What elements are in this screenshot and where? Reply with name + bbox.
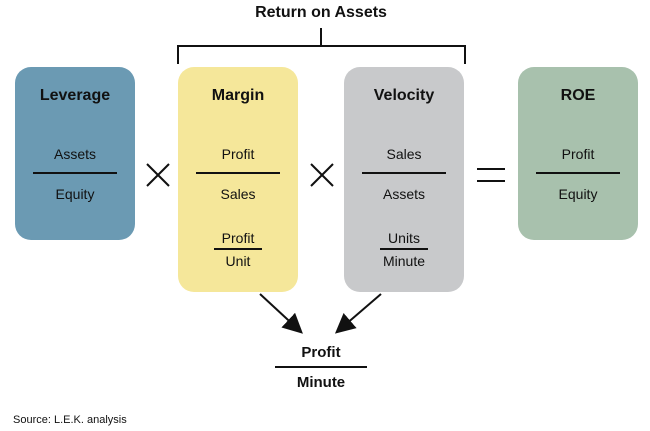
margin-fraction-bar-2 [214, 248, 262, 250]
margin-denominator: Sales [220, 186, 256, 202]
margin-title: Margin [211, 87, 265, 104]
margin-numerator: Profit [221, 146, 255, 162]
roe-title: ROE [560, 87, 596, 104]
result-denominator: Minute [296, 374, 346, 391]
leverage-title: Leverage [39, 87, 111, 104]
result-numerator: Profit [301, 344, 341, 361]
leverage-box: Leverage Assets Equity [15, 67, 135, 240]
source-note: Source: L.E.K. analysis [13, 414, 127, 426]
velocity-numerator: Sales [386, 146, 422, 162]
equals-operator [477, 168, 505, 182]
velocity-fraction-bar-2 [380, 248, 428, 250]
leverage-fraction-bar [33, 172, 117, 174]
return-on-assets-label: Return on Assets [255, 4, 387, 21]
velocity-denominator: Assets [382, 186, 425, 202]
margin-fraction-bar [196, 172, 280, 174]
leverage-denominator: Equity [55, 186, 95, 202]
leverage-numerator: Assets [53, 146, 96, 162]
margin-box: Margin Profit Sales Profit Unit [178, 67, 298, 292]
velocity-arrow [334, 293, 382, 334]
margin-denominator-2: Unit [225, 253, 251, 269]
velocity-fraction-bar [362, 172, 446, 174]
multiply-operator-1 [146, 163, 170, 187]
velocity-numerator-2: Units [388, 230, 420, 246]
roe-denominator: Equity [558, 186, 598, 202]
margin-arrow [259, 293, 303, 334]
velocity-denominator-2: Minute [382, 253, 426, 269]
roe-box: ROE Profit Equity [518, 67, 638, 240]
multiply-operator-2 [310, 163, 334, 187]
result-fraction-bar [275, 366, 367, 368]
roe-fraction-bar [536, 172, 620, 174]
velocity-box: Velocity Sales Assets Units Minute [344, 67, 464, 292]
roe-numerator: Profit [561, 146, 595, 162]
margin-numerator-2: Profit [221, 230, 255, 246]
velocity-title: Velocity [373, 87, 435, 104]
